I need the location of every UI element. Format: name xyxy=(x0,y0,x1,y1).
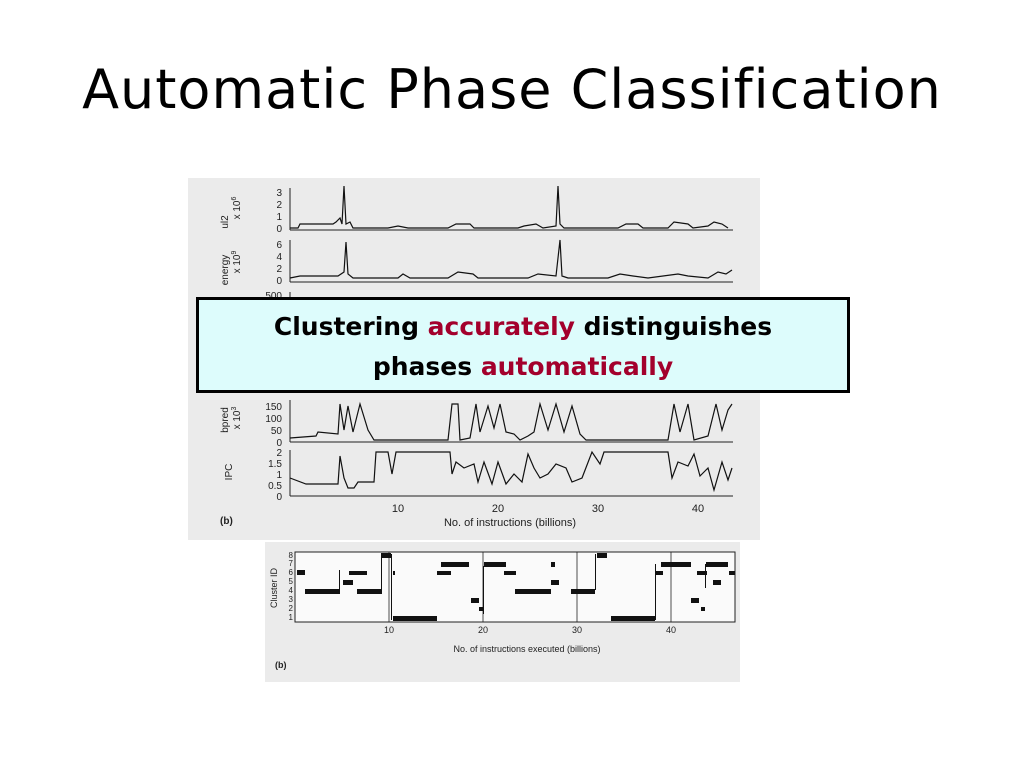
cluster-xtick-30: 30 xyxy=(572,625,582,635)
cluster-xtick-40: 40 xyxy=(666,625,676,635)
cluster-ytick-4: 4 xyxy=(289,586,294,595)
slide-title: Automatic Phase Classification xyxy=(82,58,942,121)
ul2-trace xyxy=(290,185,729,229)
top-xlabel: No. of instructions (billions) xyxy=(444,517,576,529)
energy-ylabel: energy xyxy=(220,255,231,286)
energy-tick-6: 6 xyxy=(276,240,282,251)
cluster-ytick-8: 8 xyxy=(289,551,294,560)
top-xtick-30: 30 xyxy=(592,503,604,515)
cluster-ytick-2: 2 xyxy=(289,604,294,613)
callout-line-2: phases automatically xyxy=(199,347,847,387)
panel3-tick-500: 500 xyxy=(265,291,282,302)
ipc-ylabel: IPC xyxy=(224,464,235,481)
energy-tick-4: 4 xyxy=(276,252,282,263)
top-xtick-40: 40 xyxy=(692,503,704,515)
top-xtick-10: 10 xyxy=(392,503,404,515)
top-xtick-20: 20 xyxy=(492,503,504,515)
cluster-ytick-7: 7 xyxy=(289,559,294,568)
cluster-panel-label: (b) xyxy=(275,660,287,670)
bpred-tick-0: 0 xyxy=(276,438,282,449)
cluster-segments xyxy=(297,553,735,621)
bpred-scale: x 103 xyxy=(231,407,243,430)
energy-tick-2: 2 xyxy=(276,264,282,275)
cluster-ytick-1: 1 xyxy=(289,613,294,622)
ul2-tick-3: 3 xyxy=(276,188,282,199)
callout-text-distinguishes: distinguishes xyxy=(574,312,773,341)
metrics-plots: ul2 x 106 3 2 1 0 energy x 109 6 4 2 0 5… xyxy=(220,185,733,529)
callout-line-1: Clustering accurately distinguishes xyxy=(199,307,847,347)
ipc-tick-1: 1 xyxy=(276,470,282,481)
ipc-trace xyxy=(289,450,733,493)
cluster-xlabel: No. of instructions executed (billions) xyxy=(453,644,600,654)
energy-tick-0: 0 xyxy=(276,276,282,287)
ul2-tick-2: 2 xyxy=(276,200,282,211)
bpred-ylabel: bpred xyxy=(220,407,231,433)
callout-highlight-automatically: automatically xyxy=(480,352,674,381)
ipc-tick-2: 2 xyxy=(276,448,282,459)
top-panel-label: (b) xyxy=(220,516,233,527)
ipc-tick-0: 0 xyxy=(276,492,282,503)
cluster-plot: Cluster ID 8 7 6 5 4 3 2 1 xyxy=(269,551,736,670)
ipc-tick-1.5: 1.5 xyxy=(268,459,282,470)
cluster-ytick-3: 3 xyxy=(289,595,294,604)
callout-text-clustering: Clustering xyxy=(273,312,428,341)
ul2-tick-1: 1 xyxy=(276,212,282,223)
ul2-tick-0: 0 xyxy=(276,224,282,235)
bpred-trace xyxy=(289,401,733,441)
cluster-xtick-10: 10 xyxy=(384,625,394,635)
cluster-ylabel: Cluster ID xyxy=(269,567,279,608)
cluster-ytick-6: 6 xyxy=(289,568,294,577)
cluster-figure: Cluster ID 8 7 6 5 4 3 2 1 xyxy=(265,542,740,682)
ul2-scale: x 106 xyxy=(231,197,243,220)
ul2-ylabel: ul2 xyxy=(220,215,231,229)
energy-scale: x 109 xyxy=(231,251,243,274)
cluster-ytick-5: 5 xyxy=(289,577,294,586)
energy-trace xyxy=(289,239,733,279)
bpred-tick-50: 50 xyxy=(271,426,283,437)
cluster-xtick-20: 20 xyxy=(478,625,488,635)
bpred-tick-100: 100 xyxy=(265,414,282,425)
callout-highlight-accurately: accurately xyxy=(427,312,575,341)
bpred-tick-150: 150 xyxy=(265,402,282,413)
ipc-tick-0.5: 0.5 xyxy=(268,481,282,492)
callout-text-phases: phases xyxy=(372,352,481,381)
callout-box: Clustering accurately distinguishes phas… xyxy=(196,297,850,393)
